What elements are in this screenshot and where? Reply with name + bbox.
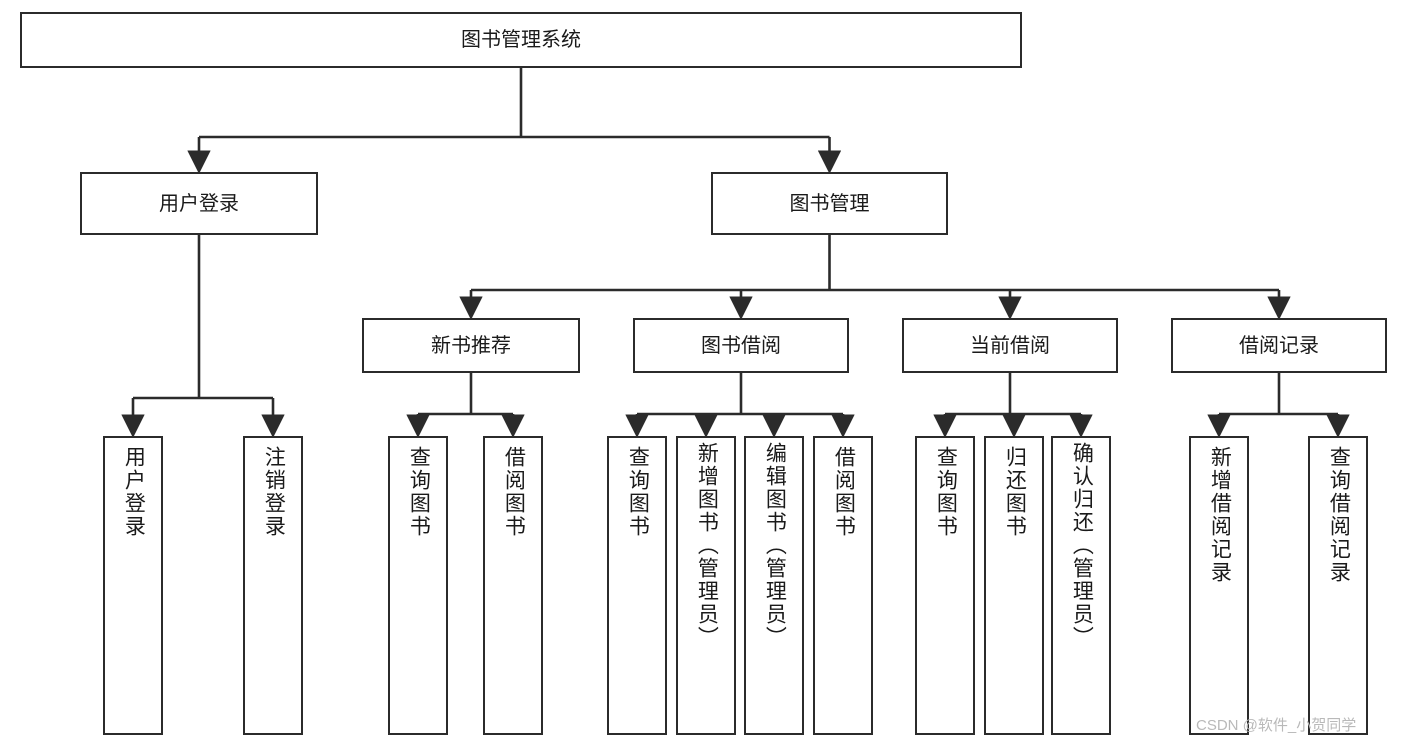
node-leaf-11[interactable]: 确认归还（管理员） [1051,436,1111,735]
node-leaf-12[interactable]: 新增借阅记录 [1189,436,1249,735]
node-current-borrow[interactable]: 当前借阅 [902,318,1118,373]
node-label: 新书推荐 [431,334,511,357]
node-leaf-9[interactable]: 查询图书 [915,436,975,735]
node-label: 新增图书（管理员） [695,442,719,649]
node-label: 借阅图书 [832,446,856,538]
node-label: 查询图书 [934,446,958,538]
node-leaf-10[interactable]: 归还图书 [984,436,1044,735]
node-book-mgmt[interactable]: 图书管理 [711,172,948,235]
node-leaf-3[interactable]: 查询图书 [388,436,448,735]
node-new-book-rec[interactable]: 新书推荐 [362,318,580,373]
node-leaf-6[interactable]: 新增图书（管理员） [676,436,736,735]
node-label: 用户登录 [159,192,239,215]
node-user-login[interactable]: 用户登录 [80,172,318,235]
node-label: 新增借阅记录 [1208,446,1232,584]
node-leaf-4[interactable]: 借阅图书 [483,436,543,735]
node-label: 查询图书 [407,446,431,538]
node-label: 图书管理 [789,192,870,215]
node-label: 借阅记录 [1239,334,1319,357]
node-label: 注销登录 [262,446,286,538]
node-label: 确认归还（管理员） [1070,442,1094,649]
node-label: 编辑图书（管理员） [763,442,787,649]
node-label: 图书管理系统 [461,29,581,51]
node-leaf-7[interactable]: 编辑图书（管理员） [744,436,804,735]
watermark-text: CSDN @软件_小贺同学 [1196,717,1357,734]
node-label: 查询图书 [626,446,650,538]
node-label: 借阅图书 [502,446,526,538]
node-borrow-record[interactable]: 借阅记录 [1171,318,1387,373]
node-label: 当前借阅 [970,334,1050,357]
node-leaf-1[interactable]: 用户登录 [103,436,163,735]
node-leaf-13[interactable]: 查询借阅记录 [1308,436,1368,735]
node-label: 查询借阅记录 [1327,446,1351,584]
node-leaf-5[interactable]: 查询图书 [607,436,667,735]
node-label: 图书借阅 [701,334,781,357]
node-label: 用户登录 [122,446,146,538]
node-leaf-8[interactable]: 借阅图书 [813,436,873,735]
node-label: 归还图书 [1003,446,1027,538]
node-book-borrow[interactable]: 图书借阅 [633,318,849,373]
node-leaf-2[interactable]: 注销登录 [243,436,303,735]
node-root[interactable]: 图书管理系统 [20,12,1022,68]
